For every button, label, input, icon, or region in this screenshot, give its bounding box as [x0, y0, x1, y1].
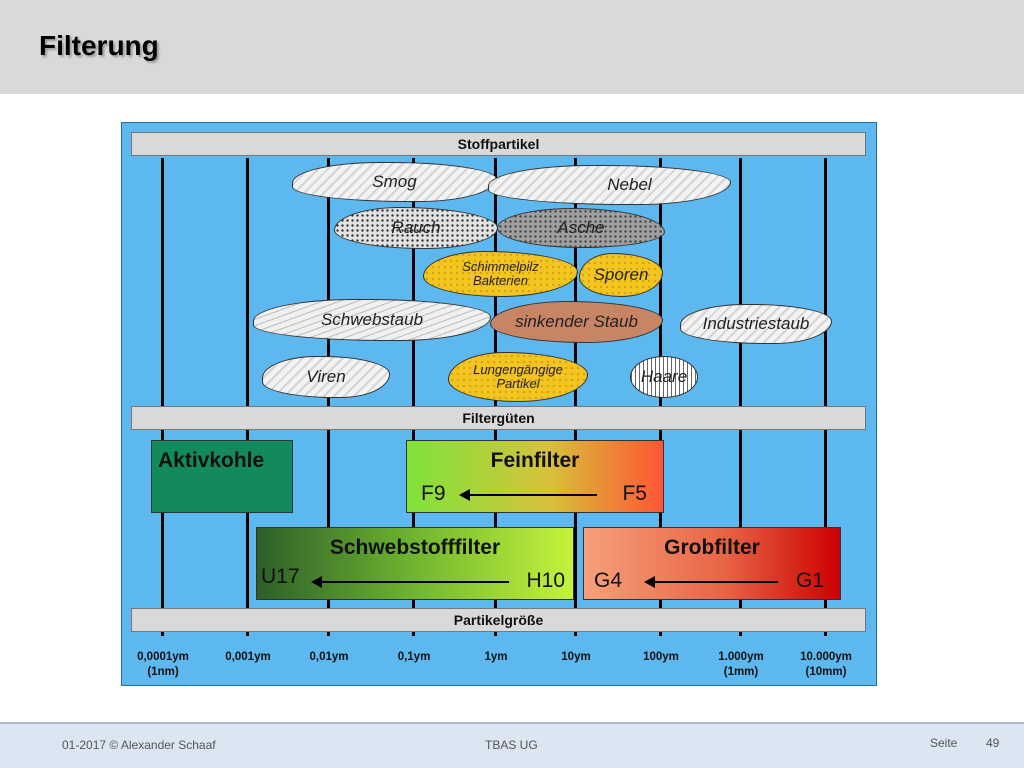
- filter-schwebstofffilter: Schwebstofffilter U17 H10: [256, 527, 574, 600]
- particle-viren-label: Viren: [306, 366, 346, 386]
- slide-header: Filterung: [0, 0, 1024, 94]
- filter-schwebstofffilter-name: Schwebstofffilter: [329, 536, 501, 559]
- particle-industriestaub: Industriestaub: [680, 304, 832, 344]
- size-line-9: [824, 158, 827, 636]
- particle-sinkender-staub-label: sinkender Staub: [515, 311, 638, 331]
- size-tick-note: (1nm): [147, 666, 179, 678]
- filter-diagram: Stoffpartikel Filtergüten Partikelgröße …: [121, 122, 877, 686]
- particle-asche-label: Asche: [557, 217, 605, 237]
- size-tick-value: 0,01ym: [309, 651, 349, 663]
- footer-page-label: Seite: [930, 736, 958, 750]
- size-tick-value: 10.000ym: [800, 651, 852, 663]
- filter-grobfilter-to: G4: [594, 569, 623, 592]
- size-tick-value: 1ym: [484, 651, 508, 663]
- filter-feinfilter: Feinfilter F9 F5: [406, 440, 664, 513]
- particle-schimmelpilz-line2: Bakterien: [473, 273, 528, 288]
- particle-rauch-label: Rauch: [391, 217, 441, 237]
- size-line-4: [412, 158, 415, 636]
- particle-haare-label: Haare: [640, 366, 688, 386]
- size-tick-label: 0,01ym: [281, 650, 377, 665]
- particle-lungengaengig-line1: Lungengängige: [473, 361, 563, 377]
- band-stoffpartikel: Stoffpartikel: [131, 132, 866, 156]
- size-tick-label: 0,1ym: [366, 650, 462, 665]
- size-tick-value: 1.000ym: [718, 651, 764, 663]
- filter-aktivkohle: Aktivkohle: [151, 440, 293, 513]
- size-tick-label: 10.000ym (10mm): [778, 650, 874, 680]
- filter-feinfilter-name: Feinfilter: [490, 449, 580, 472]
- particle-nebel: Nebel: [488, 165, 731, 205]
- size-tick-value: 0,001ym: [225, 651, 271, 663]
- filter-schwebstofffilter-to: U17: [261, 565, 300, 588]
- size-line-6: [574, 158, 577, 636]
- size-tick-note: (10mm): [805, 666, 847, 678]
- arrow-left-icon: [644, 576, 778, 588]
- arrow-left-icon: [459, 489, 597, 501]
- size-line-8: [739, 158, 742, 636]
- filter-feinfilter-to: F9: [421, 482, 446, 505]
- size-tick-label: 1ym: [448, 650, 544, 665]
- size-tick-value: 0,0001ym: [137, 651, 189, 663]
- particle-smog-label: Smog: [372, 171, 417, 191]
- particle-industriestaub-label: Industriestaub: [702, 313, 810, 333]
- band-filterguten: Filtergüten: [131, 406, 866, 430]
- filter-feinfilter-from: F5: [622, 482, 647, 505]
- particle-lungengaengig-line2: Partikel: [496, 376, 540, 391]
- filter-grobfilter: Grobfilter G4 G1: [583, 527, 841, 600]
- particle-rauch: Rauch: [334, 207, 498, 249]
- particle-sinkender-staub: sinkender Staub: [490, 301, 663, 343]
- particle-schwebstaub: Schwebstaub: [253, 299, 491, 341]
- particle-schwebstaub-label: Schwebstaub: [320, 309, 424, 329]
- filter-grobfilter-name: Grobfilter: [664, 536, 760, 559]
- particle-nebel-label: Nebel: [607, 174, 652, 194]
- size-tick-label: 0,001ym: [200, 650, 296, 665]
- size-tick-value: 0,1ym: [397, 651, 431, 663]
- arrow-left-icon: [311, 576, 509, 588]
- particle-smog: Smog: [292, 162, 497, 202]
- size-tick-value: 10ym: [561, 651, 591, 663]
- size-tick-value: 100ym: [643, 651, 679, 663]
- size-line-1: [161, 158, 164, 636]
- size-tick-label: 0,0001ym (1nm): [122, 650, 211, 680]
- size-line-2: [246, 158, 249, 636]
- footer-company: TBAS UG: [485, 738, 538, 752]
- particle-sporen: Sporen: [579, 253, 663, 297]
- size-tick-label: 10ym: [528, 650, 624, 665]
- band-partikelgroesse: Partikelgröße: [131, 608, 866, 632]
- particle-haare: Haare: [630, 356, 698, 398]
- particle-sporen-label: Sporen: [593, 264, 649, 284]
- filter-schwebstofffilter-from: H10: [526, 569, 565, 592]
- filter-grobfilter-from: G1: [795, 569, 824, 592]
- footer-copyright: 01-2017 © Alexander Schaaf: [62, 738, 216, 752]
- slide-footer: 01-2017 © Alexander Schaaf TBAS UG Seite…: [0, 722, 1024, 768]
- filter-aktivkohle-name: Aktivkohle: [158, 449, 265, 472]
- size-tick-label: 1.000ym (1mm): [693, 650, 789, 680]
- particle-viren: Viren: [262, 356, 390, 398]
- size-tick-note: (1mm): [723, 666, 759, 678]
- particle-schimmelpilz-line1: Schimmelpilz: [462, 258, 539, 274]
- slide-title: Filterung: [39, 30, 159, 61]
- size-tick-label: 100ym: [613, 650, 709, 665]
- particle-asche: Asche: [497, 208, 665, 248]
- footer-page-number: 49: [986, 736, 1000, 750]
